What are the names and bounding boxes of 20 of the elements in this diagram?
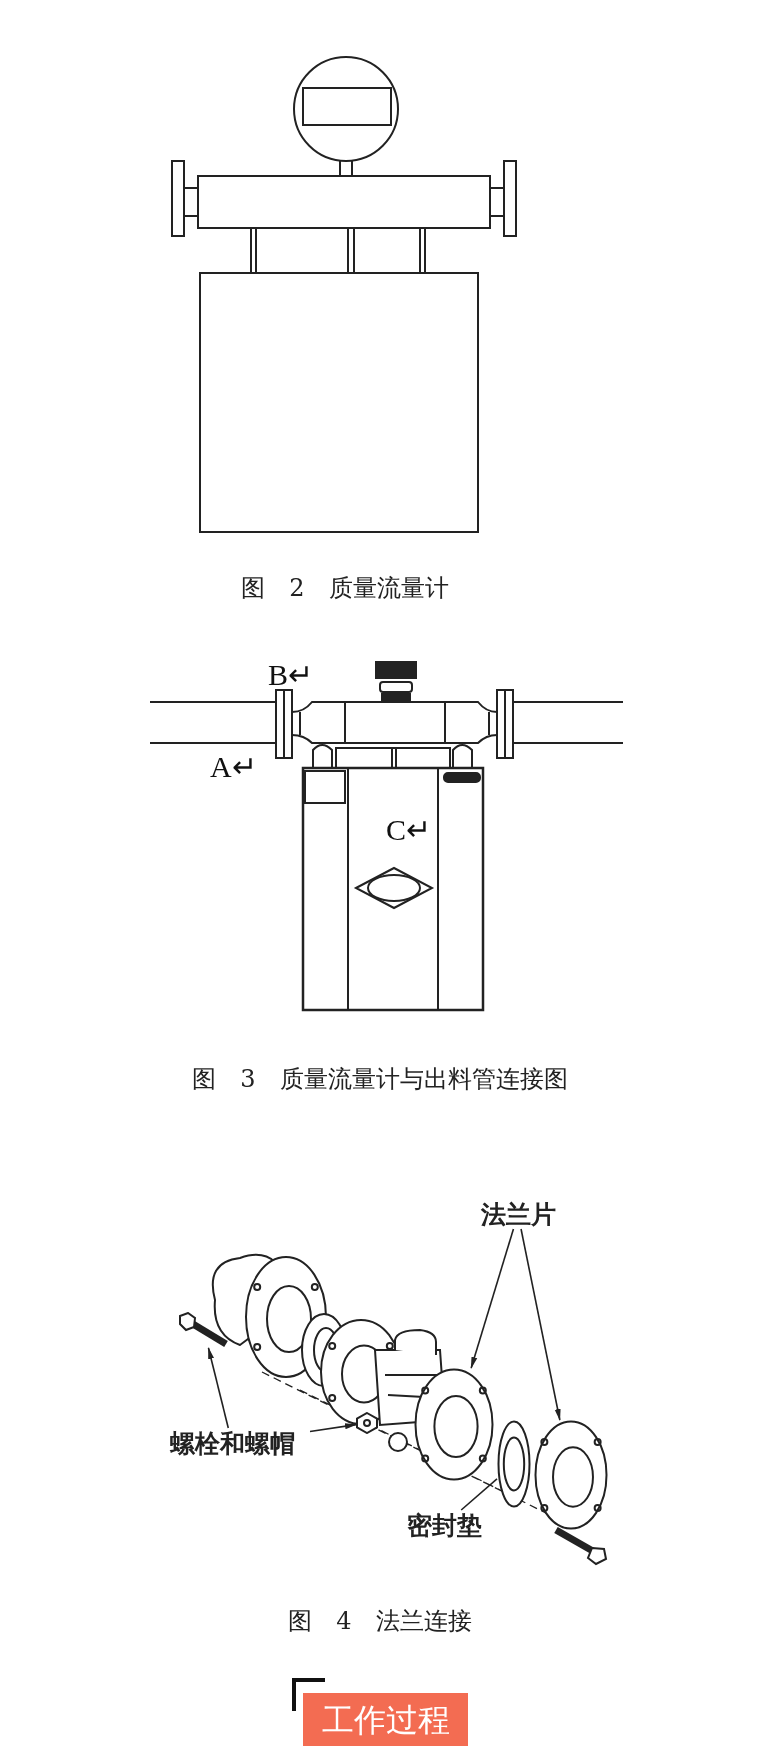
part-letter: A↵: [210, 752, 257, 782]
bolt-drawing: [178, 1312, 230, 1348]
part-letter: B↵: [268, 660, 313, 690]
section-heading: 工作过程: [303, 1693, 468, 1746]
part-letter: C↵: [386, 815, 431, 845]
arrow: [470, 1228, 515, 1369]
callout-label: 法兰片: [472, 1199, 564, 1229]
arrow: [309, 1423, 357, 1433]
callout-label: 螺栓和螺帽: [154, 1428, 310, 1458]
arrow: [520, 1228, 561, 1421]
leader-line: [460, 1478, 498, 1511]
figure-caption: 图 3 质量流量计与出料管连接图: [191, 1067, 569, 1091]
callout-label: 密封垫: [397, 1510, 491, 1540]
nut-drawing: [356, 1412, 378, 1434]
flange-drawing: [534, 1420, 608, 1530]
figure-caption: 图 2 质量流量计: [240, 576, 450, 600]
figure-caption: 图 4 法兰连接: [287, 1609, 473, 1633]
flange-drawing: [414, 1368, 494, 1481]
gasket-drawing: [497, 1420, 531, 1508]
arrow: [207, 1347, 230, 1429]
